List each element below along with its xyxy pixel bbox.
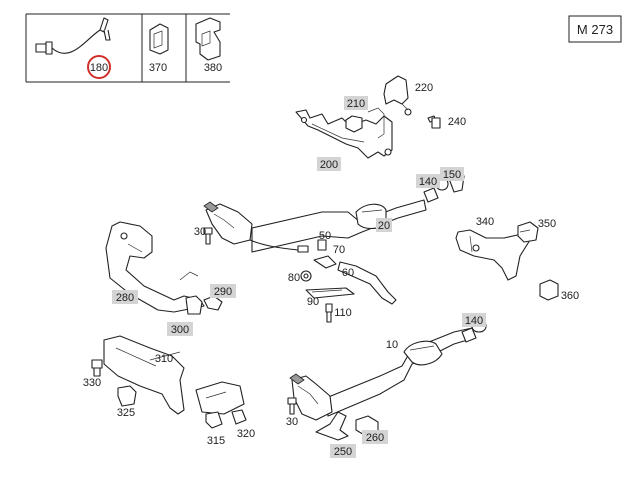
bracket-310[interactable] [103, 335, 185, 415]
callout-240[interactable]: 240 [448, 116, 466, 128]
callout-140-upper[interactable]: 140 [419, 176, 437, 188]
bolt-110[interactable] [325, 303, 333, 323]
clip-320[interactable] [231, 409, 247, 425]
callout-340[interactable]: 340 [476, 216, 494, 228]
callout-box-290 [210, 284, 236, 298]
callout-box-210 [344, 96, 368, 110]
bracket-220[interactable] [383, 75, 412, 116]
callout-360[interactable]: 360 [561, 290, 579, 302]
bracket-assembly-200[interactable] [295, 107, 393, 159]
callout-250[interactable]: 250 [334, 446, 352, 458]
callout-110[interactable]: 110 [334, 307, 352, 319]
callout-20[interactable]: 20 [378, 220, 390, 232]
hanger-60[interactable] [313, 255, 397, 305]
callout-325[interactable]: 325 [117, 407, 135, 419]
bolt-240[interactable] [427, 115, 441, 129]
callout-box-260 [362, 430, 388, 444]
callout-box-20 [376, 218, 392, 232]
exhaust-pipe-20[interactable] [251, 187, 439, 253]
callout-70[interactable]: 70 [333, 244, 345, 256]
clip-315[interactable] [205, 411, 223, 429]
callout-220[interactable]: 220 [415, 82, 433, 94]
rubber-mount-360[interactable] [539, 279, 559, 301]
nut-80[interactable] [300, 270, 312, 282]
selection-highlight-circle [87, 55, 111, 79]
thumb-label-370: 370 [149, 62, 167, 74]
callout-box-250 [330, 444, 356, 458]
callout-box-280 [112, 290, 138, 304]
callout-300[interactable]: 300 [171, 324, 189, 336]
clip-290[interactable] [203, 295, 223, 311]
callout-30-lower[interactable]: 30 [286, 416, 298, 428]
clip-300[interactable] [185, 295, 203, 315]
thumb-label-380: 380 [204, 62, 222, 74]
clamp-90[interactable] [305, 287, 355, 299]
clip-325[interactable] [117, 385, 137, 407]
callout-labels: 210 220 240 200 140 150 20 30 50 70 80 6… [83, 82, 579, 458]
callout-290[interactable]: 290 [214, 286, 232, 298]
callout-10[interactable]: 10 [386, 339, 398, 351]
callout-box-200 [317, 157, 341, 171]
hanger-250[interactable] [315, 411, 349, 441]
callout-330[interactable]: 330 [83, 377, 101, 389]
callout-50[interactable]: 50 [319, 230, 331, 242]
bolt-330[interactable] [91, 359, 103, 377]
callout-box-150 [440, 167, 464, 181]
callout-140-lower[interactable]: 140 [465, 315, 483, 327]
model-code: M 273 [577, 22, 613, 37]
callout-350[interactable]: 350 [538, 218, 556, 230]
thumb-label-180: 180 [90, 62, 108, 74]
callout-200[interactable]: 200 [320, 159, 338, 171]
thumb-bracket-380[interactable]: 380 [195, 17, 222, 74]
clip-350[interactable] [517, 221, 539, 243]
bolt-30-upper[interactable] [203, 227, 213, 245]
sensor-harness-50[interactable] [249, 239, 309, 253]
bolt-30-lower[interactable] [287, 397, 297, 415]
callout-box-300 [167, 322, 193, 336]
callout-box-140a [416, 174, 440, 188]
callout-320[interactable]: 320 [237, 428, 255, 440]
callout-315[interactable]: 315 [207, 435, 225, 447]
bracket-340[interactable] [455, 229, 531, 281]
callout-60[interactable]: 60 [342, 267, 354, 279]
heat-shield[interactable] [195, 381, 245, 415]
clip-210[interactable] [345, 115, 363, 133]
callout-90[interactable]: 90 [307, 296, 319, 308]
callout-260[interactable]: 260 [366, 432, 384, 444]
callout-150[interactable]: 150 [443, 169, 461, 181]
catalytic-converter-lower[interactable] [289, 373, 333, 421]
thumb-oxygen-sensor-180[interactable]: 180 [35, 17, 111, 79]
thumb-clip-370[interactable]: 370 [149, 23, 169, 74]
callout-210[interactable]: 210 [347, 98, 365, 110]
catalytic-converter-upper[interactable] [203, 201, 253, 245]
nut-70[interactable] [317, 239, 327, 251]
model-code-box: M 273 [568, 15, 622, 43]
callout-310[interactable]: 310 [155, 353, 173, 365]
callout-box-140b [462, 313, 486, 327]
exhaust-pipe-10[interactable] [325, 327, 477, 417]
callout-280[interactable]: 280 [116, 292, 134, 304]
callout-80[interactable]: 80 [288, 272, 300, 284]
callout-30-upper[interactable]: 30 [194, 226, 206, 238]
thumbnail-toolbar: 180 370 380 [25, 13, 230, 83]
